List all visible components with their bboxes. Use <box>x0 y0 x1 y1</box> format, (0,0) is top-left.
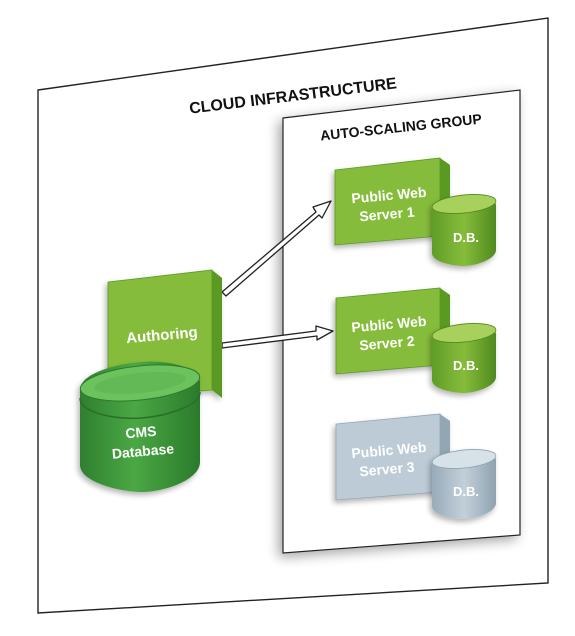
server-3-db-label: D.B. <box>453 484 479 499</box>
server-2-label-line1: Public Web <box>351 313 427 335</box>
server-2-db-label: D.B. <box>453 358 479 373</box>
cms-database-cylinder: CMS Database <box>79 361 201 492</box>
authoring-label: Authoring <box>126 324 199 347</box>
public-web-server-3: Public Web Server 3 <box>335 413 450 501</box>
arrow-to-server-1 <box>221 200 332 297</box>
server-3-label-line1: Public Web <box>351 439 427 461</box>
cms-database-label-line1: CMS <box>125 423 157 442</box>
server-1-database-cylinder: D.B. <box>431 194 497 266</box>
server-1-label-line1: Public Web <box>351 184 427 206</box>
arrow-to-server-2 <box>221 325 334 349</box>
server-2-database-cylinder: D.B. <box>431 323 497 393</box>
cms-database-label-line2: Database <box>111 440 175 461</box>
server-3-label-line2: Server 3 <box>359 459 416 480</box>
server-1-db-label: D.B. <box>453 230 479 245</box>
server-1-label-line2: Server 1 <box>359 204 416 225</box>
server-2-label-line2: Server 2 <box>359 333 416 354</box>
server-3-database-cylinder: D.B. <box>431 449 497 519</box>
